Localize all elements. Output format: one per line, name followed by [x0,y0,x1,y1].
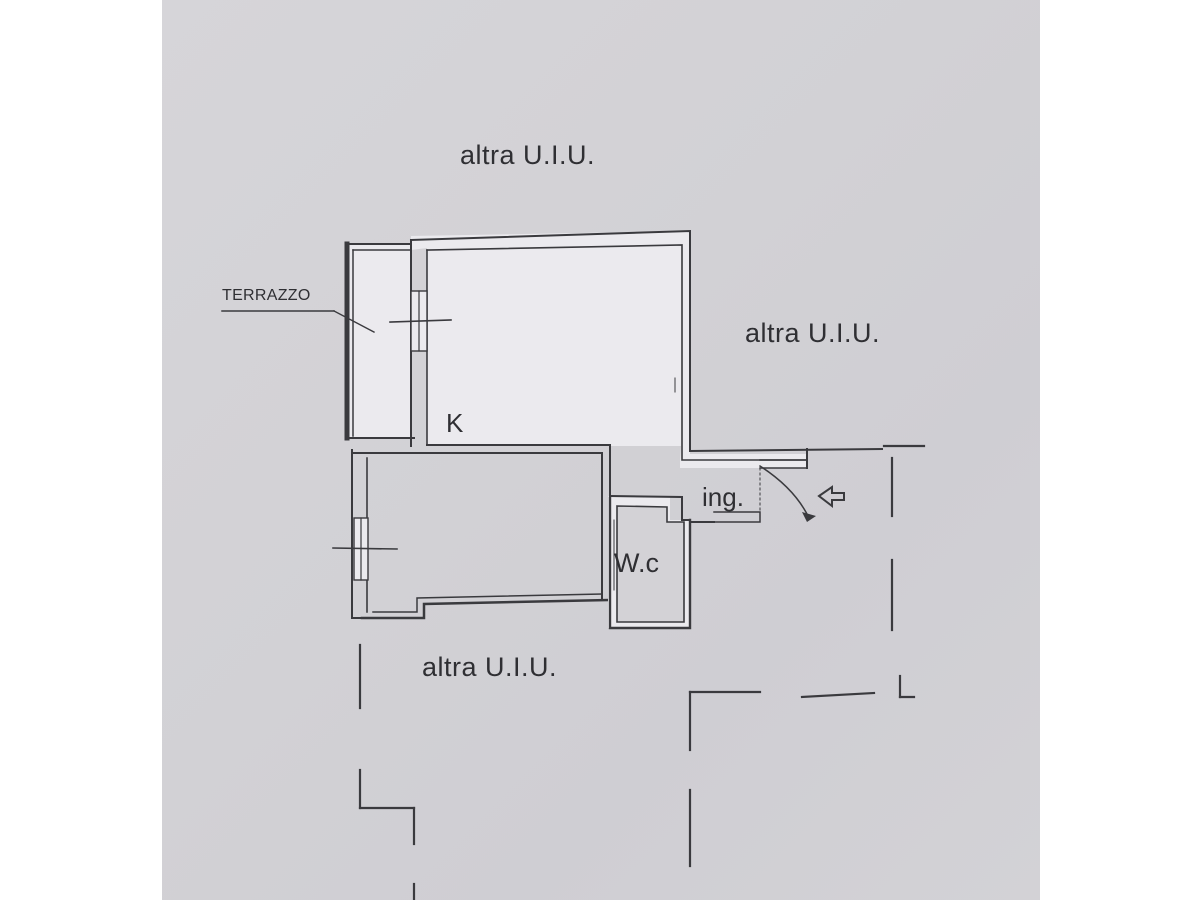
toilet-room [608,494,715,630]
label-other-unit-right: altra U.I.U. [745,318,881,348]
label-terrace: TERRAZZO [222,287,311,304]
floor-plan-drawing [221,229,926,900]
label-other-unit-bottom: altra U.I.U. [422,652,558,682]
entrance-door [713,448,816,523]
window-lower-room [332,517,398,581]
label-entrance: ing. [702,482,744,512]
label-other-unit-top: altra U.I.U. [460,140,596,170]
label-kitchen: K [446,408,464,438]
terrace-area [344,241,415,441]
window-terrace [389,290,452,352]
dashed-boundaries [358,444,926,900]
floor-plan-photo: altra U.I.U. altra U.I.U. altra U.I.U. T… [162,0,1040,900]
terrazzo-leader [221,310,375,333]
label-toilet: W.c [614,548,659,578]
apartment-walls [351,229,884,620]
entrance-arrow-icon [817,485,845,509]
